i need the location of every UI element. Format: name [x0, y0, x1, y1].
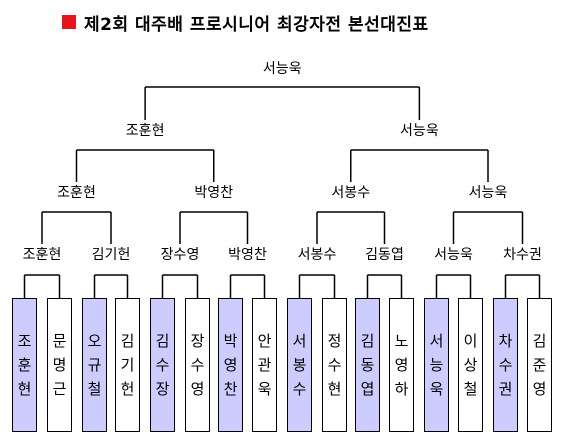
semifinal-winner: 서능욱: [400, 123, 439, 139]
round-of-16-winner: 김기헌: [91, 247, 131, 263]
round-of-16-winner: 차수권: [503, 247, 542, 263]
page-title: 제2회 대주배 프로시니어 최강자전 본선대진표: [84, 14, 429, 35]
round-of-16-winner: 김동엽: [365, 247, 404, 263]
round-of-16-winner: 박영찬: [228, 247, 267, 263]
quarterfinal-winner: 조훈현: [57, 185, 96, 201]
round-of-16-winner: 장수영: [160, 247, 200, 263]
quarterfinal-winner: 박영찬: [194, 185, 234, 201]
round-of-16-winner: 서능욱: [434, 247, 473, 263]
quarterfinal-winner: 서능욱: [468, 185, 508, 201]
title-bar: 제2회 대주배 프로시니어 최강자전 본선대진표: [62, 10, 429, 35]
title-marker-icon: [62, 15, 76, 29]
round-of-16-winner: 서봉수: [297, 247, 337, 263]
quarterfinal-winner: 서봉수: [331, 185, 371, 201]
semifinal-winner: 조훈현: [125, 123, 165, 139]
round-of-16-winner: 조훈현: [22, 247, 62, 263]
champion: 서능욱: [262, 61, 302, 77]
